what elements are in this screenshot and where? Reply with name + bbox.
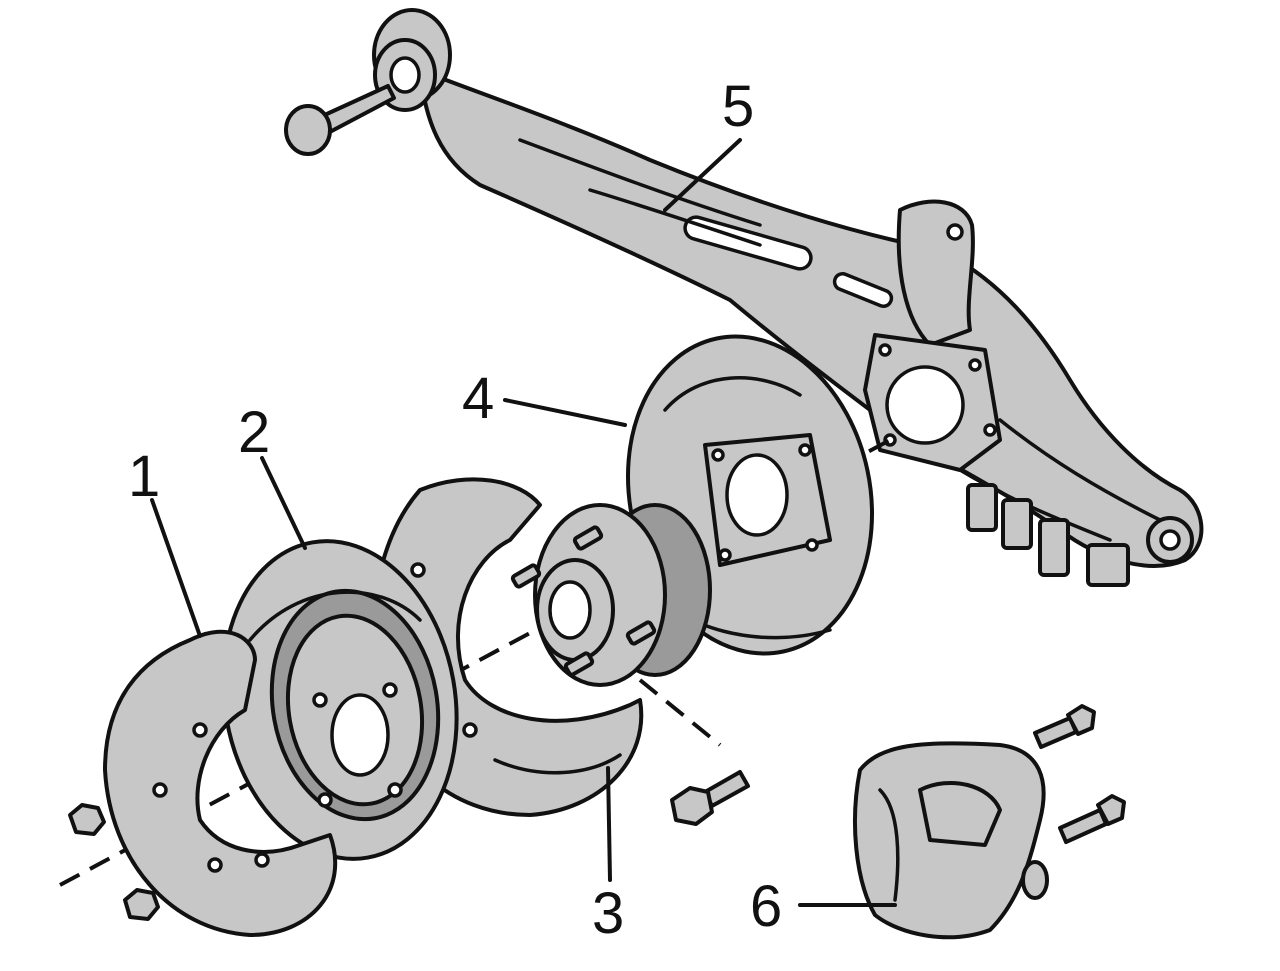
arm-slot-2 (832, 272, 894, 308)
callout-5: 5 (722, 74, 755, 139)
callout-2: 2 (238, 400, 271, 465)
nut-lower (123, 888, 160, 921)
callout-6: 6 (750, 874, 783, 939)
callout-1: 1 (128, 444, 161, 509)
caliper-bolt-lower (1058, 794, 1126, 844)
leader-3 (606, 766, 612, 882)
leader-5 (663, 138, 742, 212)
knuckle-hole (946, 223, 964, 241)
leader-1 (150, 498, 202, 638)
brake-caliper-bracket (103, 629, 338, 937)
front-bolt (284, 84, 396, 156)
trailing-arm (418, 68, 1204, 587)
callout-3: 3 (592, 881, 625, 946)
nut-upper (68, 803, 106, 836)
caliper-bolt-upper (1033, 704, 1096, 749)
callout-4: 4 (462, 366, 495, 431)
bolt-axis (638, 678, 722, 747)
brake-caliper (853, 741, 1049, 940)
leader-2 (260, 456, 307, 550)
arm-ribs (966, 483, 1130, 587)
flange-bore (885, 365, 965, 445)
wheel-hub (510, 503, 712, 687)
leader-4 (503, 398, 627, 427)
wheel-studs (510, 525, 657, 677)
caliper-bolt (670, 770, 750, 826)
